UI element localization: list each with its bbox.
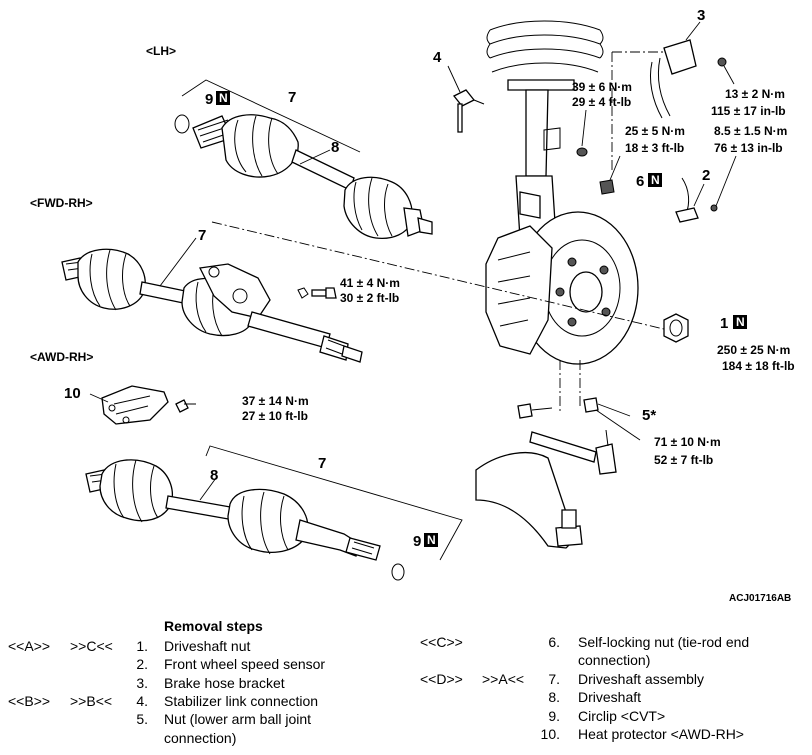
torque-fwd-nm: 41 ± 4 N·m xyxy=(340,276,400,290)
n-badge-9-lh: N xyxy=(216,91,230,105)
torque-sensor-nm: 8.5 ± 1.5 N·m xyxy=(714,124,787,138)
step-row: <<A>> >>C<< 1. Driveshaft nut xyxy=(8,638,251,654)
svg-text:N: N xyxy=(651,173,660,187)
step-row: <<C>> 6. Self-locking nut (tie-rod end xyxy=(420,634,750,650)
callout-7-lh: 7 xyxy=(288,89,296,106)
lh-circlip xyxy=(174,114,190,134)
torque-tierod-ft: 18 ± 3 ft-lb xyxy=(625,141,684,155)
callout-5: 5* xyxy=(642,407,656,424)
brake-hose-bracket xyxy=(611,21,727,170)
strut-assembly xyxy=(486,20,604,239)
wheel-speed-sensor xyxy=(675,155,737,223)
figure-reference: ACJ01716AB xyxy=(729,593,791,604)
section-label-awd-rh: <AWD-RH> xyxy=(30,350,93,364)
n-badge-6: N xyxy=(648,173,662,187)
callout-8-awd: 8 xyxy=(210,467,218,484)
n-badge-1: N xyxy=(733,315,747,329)
torque-heat-nm: 37 ± 14 N·m xyxy=(242,394,309,408)
step-row: connection) xyxy=(164,730,237,746)
step-row: 8. Driveshaft xyxy=(548,689,642,705)
section-label-lh: <LH> xyxy=(146,44,176,58)
heat-protector xyxy=(89,385,196,425)
stabilizer-link xyxy=(447,65,485,133)
lh-shaft xyxy=(291,149,355,191)
torque-lower-nm: 71 ± 10 N·m xyxy=(654,435,721,449)
torque-bracket-in: 115 ± 17 in-lb xyxy=(711,104,786,118)
svg-text:N: N xyxy=(427,533,436,547)
callout-1: 1 xyxy=(720,315,728,332)
lh-driveshaft xyxy=(174,79,433,240)
removal-steps-title: Removal steps xyxy=(164,618,263,634)
torque-stab-nm: 39 ± 6 N·m xyxy=(572,80,632,94)
torque-sensor-in: 76 ± 13 in-lb xyxy=(714,141,783,155)
torque-heat-ft: 27 ± 10 ft-lb xyxy=(242,409,308,423)
callout-9-awd: 9 xyxy=(413,533,421,550)
fwd-rh-driveshaft xyxy=(61,237,363,363)
awd-outer-boot xyxy=(99,459,173,522)
torque-tierod-nm: 25 ± 5 N·m xyxy=(625,124,685,138)
step-row: <<D>> >>A<< 7. Driveshaft assembly xyxy=(420,671,705,687)
svg-text:N: N xyxy=(219,91,228,105)
section-label-fwd-rh: <FWD-RH> xyxy=(30,196,93,210)
hub-knuckle xyxy=(211,211,669,414)
lower-arm-ball-joint xyxy=(475,397,641,549)
callout-4: 4 xyxy=(433,49,442,66)
torque-nut-nm: 250 ± 25 N·m xyxy=(717,343,790,357)
callout-9-lh: 9 xyxy=(205,91,213,108)
step-row: 2. Front wheel speed sensor xyxy=(136,656,326,672)
exploded-diagram: <LH> <FWD-RH> <AWD-RH> 9 N 7 8 xyxy=(30,7,795,604)
callout-10: 10 xyxy=(64,385,81,402)
awd-shaft xyxy=(165,495,237,521)
torque-lower-ft: 52 ± 7 ft-lb xyxy=(654,453,713,467)
hub-center xyxy=(569,271,603,313)
callout-7-fwd: 7 xyxy=(198,227,206,244)
step-row: 3. Brake hose bracket xyxy=(136,675,285,691)
step-row: <<B>> >>B<< 4. Stabilizer link connectio… xyxy=(8,693,319,709)
awd-inner-boot xyxy=(227,488,309,553)
awd-rh-driveshaft xyxy=(85,445,463,581)
callout-6: 6 xyxy=(636,173,644,190)
torque-bracket-nm: 13 ± 2 N·m xyxy=(725,87,785,101)
strut-tube xyxy=(525,89,549,177)
torque-nut-ft: 184 ± 18 ft-lb xyxy=(722,359,795,373)
callout-3: 3 xyxy=(697,7,705,24)
awd-circlip xyxy=(391,563,405,581)
tie-rod xyxy=(529,431,597,463)
lh-inner-boot xyxy=(221,114,299,178)
step-row: 9. Circlip <CVT> xyxy=(548,708,666,724)
svg-text:N: N xyxy=(736,315,745,329)
callout-8-lh: 8 xyxy=(331,139,339,156)
n-badge-9-awd: N xyxy=(424,533,438,547)
step-row: connection) xyxy=(578,652,651,668)
step-row: 10. Heat protector <AWD-RH> xyxy=(540,726,744,742)
callout-7-awd: 7 xyxy=(318,455,326,472)
removal-steps: Removal steps <<A>> >>C<< 1. Driveshaft … xyxy=(0,616,812,755)
callout-2: 2 xyxy=(702,167,710,184)
torque-fwd-ft: 30 ± 2 ft-lb xyxy=(340,291,399,305)
torque-stab-ft: 29 ± 4 ft-lb xyxy=(572,95,631,109)
brake-caliper xyxy=(485,225,553,355)
driveshaft-nut xyxy=(663,313,689,343)
step-row: 5. Nut (lower arm ball joint xyxy=(136,711,312,727)
